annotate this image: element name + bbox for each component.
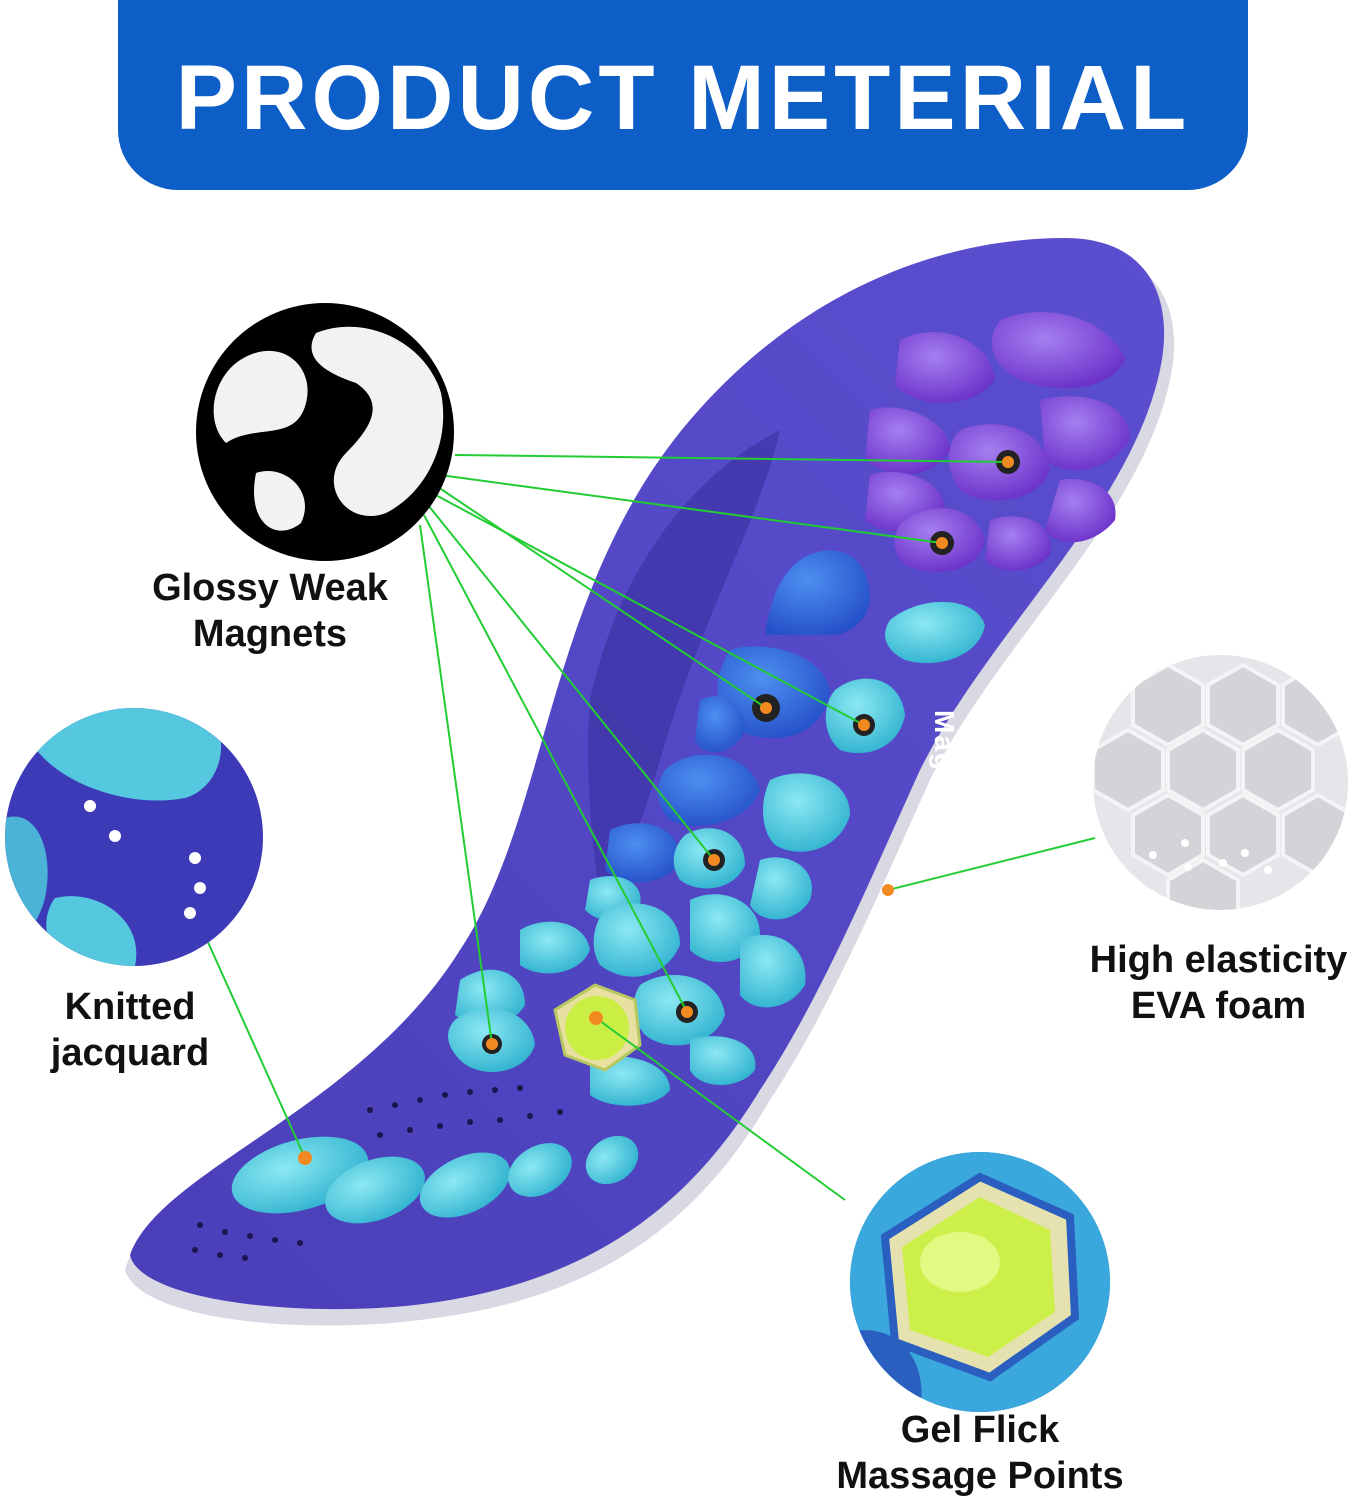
jacquard-label: Knitted jacquard [0, 985, 260, 1076]
jacquard-texture-image [5, 708, 222, 966]
arch-shade [588, 430, 780, 900]
gel-detail-circle [850, 1152, 1110, 1412]
insole-magnetic-text: Magnetic [929, 710, 960, 847]
gel-label-line2: Massage Points [836, 1454, 1124, 1497]
banner-title: PRODUCT METERIAL [175, 47, 1191, 149]
jacquard-label-line1: Knitted [64, 986, 196, 1028]
magnets-label: Glossy Weak Magnets [120, 566, 420, 657]
gel-hex-image [850, 1152, 1110, 1412]
teal-pads [448, 601, 985, 1106]
magnets-label-line2: Magnets [192, 612, 348, 655]
eva-label-line2: EVA foam [1130, 984, 1307, 1027]
gel-label-line1: Gel Flick [900, 1409, 1060, 1451]
arch-pads [605, 550, 870, 883]
jacquard-label-line2: jacquard [50, 1031, 210, 1074]
eva-honeycomb-image [1093, 662, 1348, 910]
gel-hex [553, 983, 642, 1072]
jacquard-detail-circle [5, 708, 263, 966]
magnets-label-line1: Glossy Weak [152, 567, 388, 609]
leader-lines [206, 454, 1096, 1201]
eva-detail-circle [1093, 655, 1348, 910]
orange-markers [298, 456, 1014, 1165]
toe-pads [231, 1135, 639, 1224]
eva-label-line1: High elasticity [1089, 939, 1348, 981]
magnet-texture-image [213, 326, 444, 531]
magnets-detail-circle [196, 303, 454, 561]
eva-label: High elasticity EVA foam [1070, 938, 1367, 1029]
gel-label: Gel Flick Massage Points [810, 1408, 1150, 1499]
title-banner: PRODUCT METERIAL [118, 0, 1248, 190]
heel-pads [865, 312, 1130, 572]
perforations [192, 1085, 563, 1261]
